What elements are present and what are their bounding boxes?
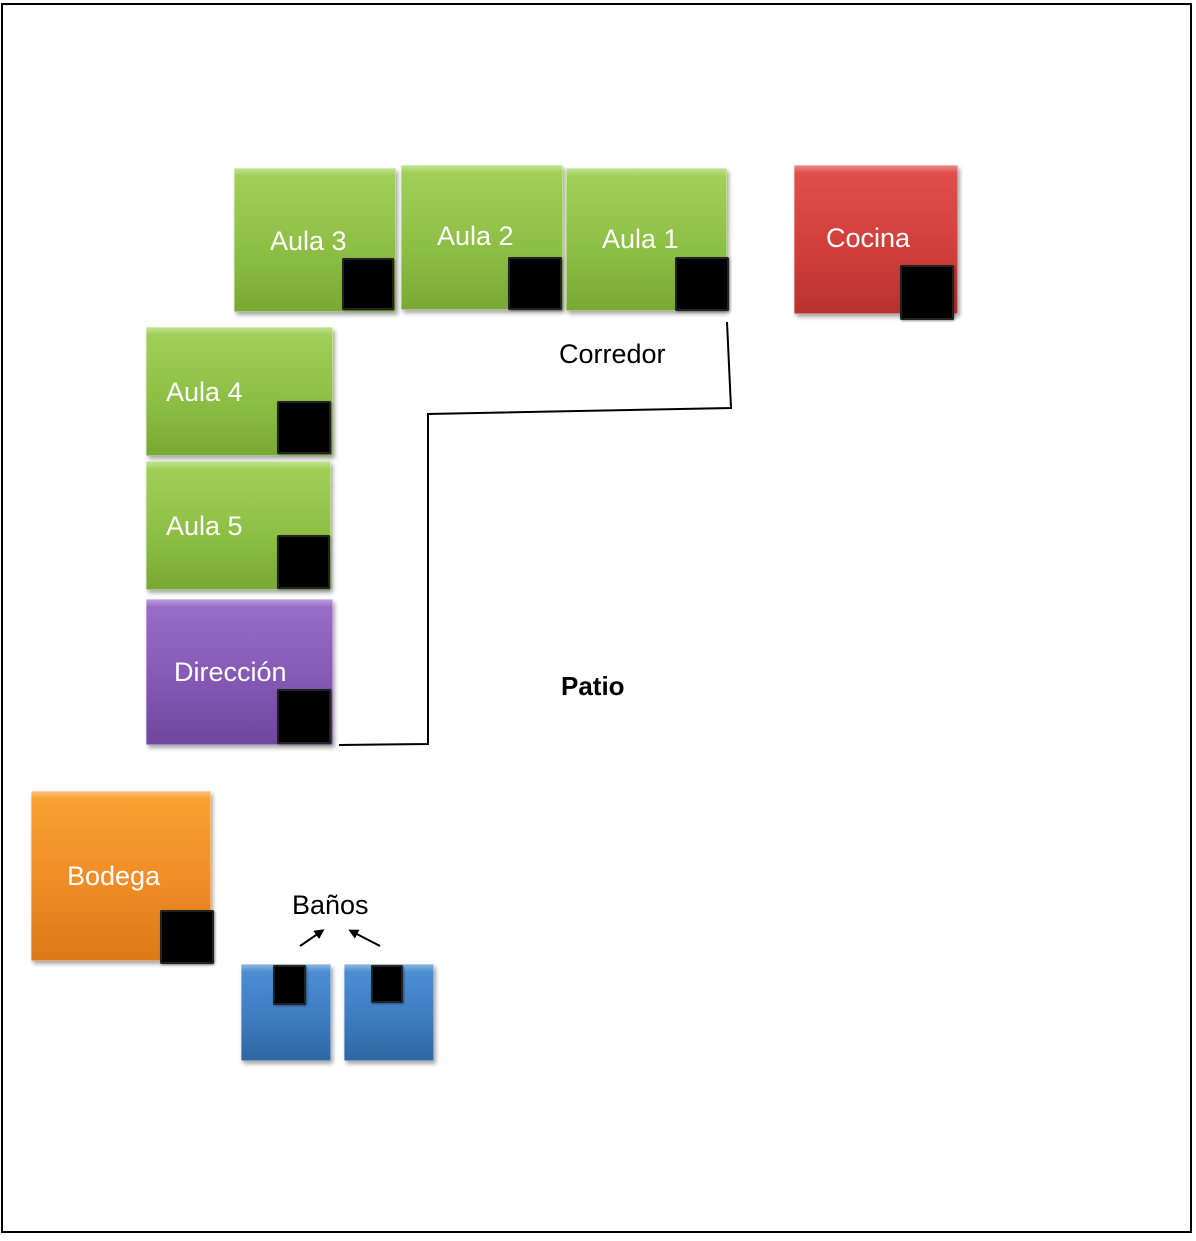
door-icon — [160, 910, 214, 964]
corridor-boundary-line — [338, 321, 733, 746]
room-aula-1[interactable]: Aula 1 — [566, 168, 729, 311]
room-bano-right[interactable] — [344, 964, 434, 1061]
door-icon — [371, 965, 403, 1003]
patio-label: Patio — [561, 671, 625, 701]
room-label-aula-4: Aula 4 — [166, 377, 243, 407]
corredor-label: Corredor — [559, 339, 666, 369]
room-label-aula-3: Aula 3 — [270, 226, 347, 256]
map-frame — [1, 3, 1192, 1233]
room-label-aula-2: Aula 2 — [437, 221, 514, 251]
room-bano-left[interactable] — [241, 964, 331, 1061]
room-aula-3[interactable]: Aula 3 — [234, 168, 396, 312]
arrow-right-icon — [348, 929, 381, 947]
room-label-aula-5: Aula 5 — [166, 511, 243, 541]
room-label-aula-1: Aula 1 — [602, 224, 679, 254]
room-label-direccion: Dirección — [174, 657, 287, 687]
door-icon — [342, 258, 394, 310]
arrow-left-icon — [299, 929, 325, 947]
room-label-cocina: Cocina — [826, 223, 911, 253]
door-icon — [277, 401, 331, 454]
door-icon — [900, 265, 954, 320]
door-icon — [277, 689, 331, 744]
room-aula-4[interactable]: Aula 4 — [146, 327, 333, 456]
door-icon — [508, 257, 562, 310]
room-bodega[interactable]: Bodega — [31, 791, 214, 964]
room-label-bodega: Bodega — [67, 861, 161, 891]
room-aula-2[interactable]: Aula 2 — [401, 165, 563, 310]
room-aula-5[interactable]: Aula 5 — [146, 461, 331, 590]
door-icon — [277, 535, 330, 589]
room-cocina[interactable]: Cocina — [794, 165, 958, 320]
room-direccion[interactable]: Dirección — [146, 599, 333, 745]
door-icon — [273, 965, 306, 1005]
door-icon — [675, 257, 729, 311]
banos-label: Baños — [292, 890, 369, 920]
